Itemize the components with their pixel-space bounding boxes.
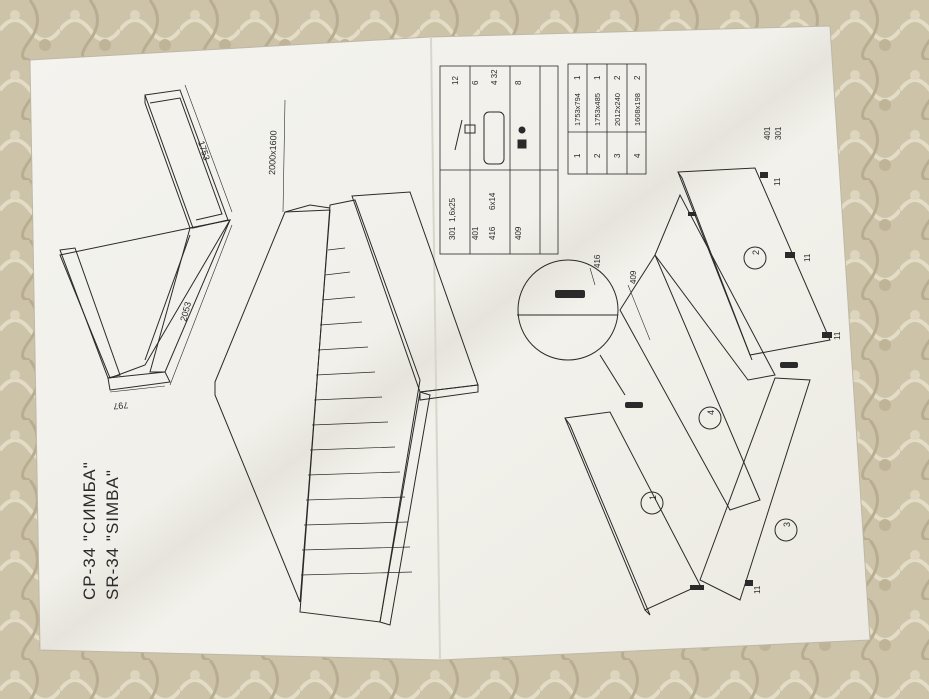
callout-416: 416 bbox=[593, 254, 602, 268]
part-num-3: 3 bbox=[613, 153, 622, 158]
part-callout-4: 4 bbox=[706, 410, 716, 415]
mattress-size-label: 2000x1600 bbox=[267, 130, 279, 175]
instruction-sheet bbox=[29, 25, 871, 661]
hw-qty-2: 6 bbox=[471, 80, 480, 85]
hw-code-2: 401 bbox=[471, 226, 480, 240]
mark-11-b: 11 bbox=[803, 253, 812, 262]
model-title-2: SR-34 "SIMBA" bbox=[103, 469, 122, 600]
callout-301: 301 bbox=[774, 126, 783, 140]
hw-code-4: 409 bbox=[514, 226, 523, 240]
hw-size-1: 1,6x25 bbox=[448, 197, 457, 222]
part-callout-1: 1 bbox=[648, 495, 658, 500]
dowel-icon bbox=[518, 126, 526, 134]
hw-code-1: 301 bbox=[448, 226, 457, 240]
mark-11-a: 11 bbox=[773, 177, 782, 186]
hardware-icons bbox=[454, 111, 527, 165]
cam-icon bbox=[517, 139, 527, 149]
part-dims-1: 1753x794 bbox=[573, 93, 582, 126]
part-dims-2: 1753x485 bbox=[593, 93, 602, 126]
detail-zoom-circle bbox=[517, 259, 619, 361]
screw-icon bbox=[454, 119, 463, 151]
slats bbox=[300, 247, 413, 576]
part-dims-3: 2012x240 bbox=[613, 93, 622, 126]
part-qty-4: 2 bbox=[633, 75, 642, 80]
parts-table bbox=[567, 63, 647, 175]
part-num-2: 2 bbox=[593, 153, 602, 158]
hw-qty-4: 8 bbox=[514, 80, 523, 85]
dim-depth-label: 797 bbox=[113, 400, 129, 411]
part-qty-3: 2 bbox=[613, 75, 622, 80]
bed-frame-drawing bbox=[59, 84, 233, 393]
part-num-1: 1 bbox=[573, 153, 582, 158]
parts-table-cells: 1 2 3 4 1753x794 1753x485 2012x240 1608x… bbox=[573, 75, 642, 158]
part-callout-2: 2 bbox=[751, 250, 761, 255]
mark-11-d: 11 bbox=[753, 585, 762, 594]
connector-icon bbox=[464, 124, 476, 134]
hw-size-3: 6x14 bbox=[488, 192, 497, 210]
fitting-plate-icon bbox=[483, 111, 505, 165]
part-callout-3: 3 bbox=[782, 522, 792, 527]
sheet-fold bbox=[430, 37, 441, 661]
model-title-1: CP-34 "СИМБА" bbox=[80, 461, 99, 600]
assembly-hardware-markers bbox=[555, 172, 832, 590]
mark-11-c: 11 bbox=[833, 331, 842, 340]
part-qty-1: 1 bbox=[573, 75, 582, 80]
hw-code-3: 416 bbox=[488, 226, 497, 240]
hw-qty-3: 4 32 bbox=[490, 69, 499, 85]
part-qty-2: 1 bbox=[593, 75, 602, 80]
part-num-4: 4 bbox=[633, 153, 642, 158]
part-callout-circles bbox=[640, 246, 798, 542]
slatted-frame-drawing bbox=[299, 191, 479, 626]
hardware-table bbox=[439, 65, 559, 255]
hardware-table-cells: 301 1,6x25 401 416 6x14 409 12 6 4 32 8 bbox=[448, 69, 523, 240]
hw-qty-1: 12 bbox=[451, 76, 460, 85]
callout-401: 401 bbox=[763, 126, 772, 140]
callout-409: 409 bbox=[629, 270, 638, 284]
part-dims-4: 1608x198 bbox=[633, 93, 642, 126]
